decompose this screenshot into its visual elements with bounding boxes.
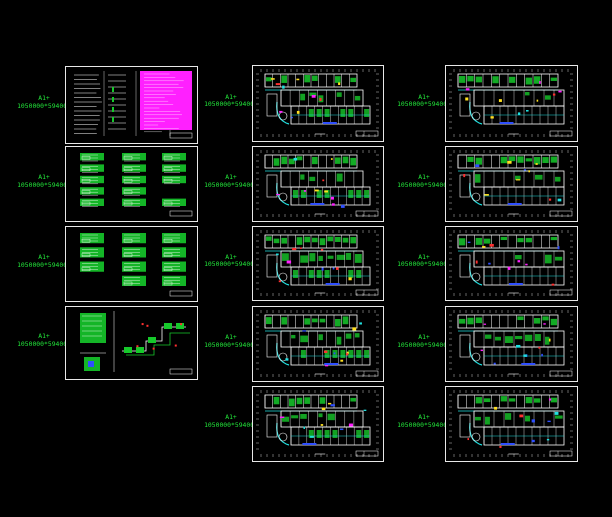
drawing-sheet-l2[interactable]	[65, 146, 198, 222]
drawing-sheet-m5[interactable]	[252, 386, 384, 462]
sheet-label: A1+1050000*594000	[201, 413, 261, 429]
drawing-content	[74, 71, 193, 139]
sheet-dimension-label: 1050000*594000	[204, 100, 258, 108]
drawing-content	[256, 310, 379, 377]
sheet-size-label: A1+	[225, 92, 237, 101]
sheet-dimension-label: 1050000*594000	[397, 260, 451, 268]
sheet-label: A1+1050000*594000	[14, 253, 74, 269]
drawing-content	[80, 233, 193, 297]
drawing-content	[449, 390, 573, 457]
drawing-sheet-l3[interactable]	[65, 226, 198, 302]
sheet-label: A1+1050000*594000	[14, 332, 74, 348]
sheet-size-label: A1+	[38, 173, 50, 181]
sheet-size-label: A1+	[418, 173, 430, 181]
sheet-label: A1+1050000*594000	[394, 173, 454, 189]
sheet-dimension-label: 1050000*594000	[17, 339, 71, 348]
drawing-sheet-l4[interactable]	[65, 306, 198, 380]
sheet-dimension-label: 1050000*594000	[204, 420, 258, 429]
sheet-size-label: A1+	[225, 413, 237, 421]
sheet-size-label: A1+	[225, 333, 237, 341]
drawing-sheet-r2[interactable]	[445, 146, 578, 222]
sheet-dimension-label: 1050000*594000	[397, 180, 451, 189]
sheet-size-label: A1+	[38, 94, 50, 102]
drawing-content	[256, 230, 379, 296]
sheet-dimension-label: 1050000*594000	[204, 340, 258, 349]
sheet-label: A1+1050000*594000	[201, 252, 261, 269]
drawing-content	[449, 150, 573, 217]
sheet-size-label: A1+	[418, 333, 430, 341]
drawing-sheet-r3[interactable]	[445, 226, 578, 301]
sheet-size-label: A1+	[225, 252, 237, 261]
sheet-label: A1+1050000*594000	[14, 94, 74, 110]
sheet-label: A1+1050000*594000	[201, 333, 261, 349]
sheet-size-label: A1+	[38, 253, 50, 261]
drawing-sheet-m2[interactable]	[252, 146, 384, 222]
sheet-dimension-label: 1050000*594000	[17, 180, 71, 189]
drawing-content	[256, 390, 379, 457]
sheet-dimension-label: 1050000*594000	[397, 100, 451, 108]
drawing-content	[256, 69, 379, 137]
drawing-content	[80, 153, 193, 217]
drawing-sheet-r5[interactable]	[445, 386, 578, 462]
drawing-content	[449, 310, 573, 377]
drawing-sheet-r1[interactable]	[445, 65, 578, 142]
drawing-content	[80, 311, 193, 375]
sheet-size-label: A1+	[38, 332, 50, 340]
sheet-dimension-label: 1050000*594000	[397, 340, 451, 349]
sheet-label: A1+1050000*594000	[394, 252, 454, 269]
drawing-sheet-r4[interactable]	[445, 306, 578, 382]
sheet-label: A1+1050000*594000	[394, 333, 454, 349]
drawing-content	[449, 69, 573, 137]
sheet-size-label: A1+	[225, 173, 237, 181]
sheet-dimension-label: 1050000*594000	[204, 260, 258, 268]
sheet-size-label: A1+	[418, 413, 430, 421]
sheet-dimension-label: 1050000*594000	[397, 420, 451, 429]
sheet-dimension-label: 1050000*594000	[17, 260, 71, 269]
sheet-label: A1+1050000*594000	[14, 173, 74, 189]
drawing-sheet-m4[interactable]	[252, 306, 384, 382]
sheet-label: A1+1050000*594000	[201, 92, 261, 109]
drawing-sheet-m1[interactable]	[252, 65, 384, 142]
sheet-label: A1+1050000*594000	[394, 413, 454, 429]
drawing-content	[449, 230, 573, 296]
drawing-sheet-l1[interactable]	[65, 66, 198, 144]
sheet-label: A1+1050000*594000	[201, 173, 261, 189]
drawing-sheet-m3[interactable]	[252, 226, 384, 301]
sheet-label: A1+1050000*594000	[394, 92, 454, 109]
drawing-content	[256, 150, 379, 217]
sheet-dimension-label: 1050000*594000	[17, 101, 71, 110]
sheet-size-label: A1+	[418, 92, 430, 101]
sheet-dimension-label: 1050000*594000	[204, 180, 258, 189]
sheet-size-label: A1+	[418, 252, 430, 261]
